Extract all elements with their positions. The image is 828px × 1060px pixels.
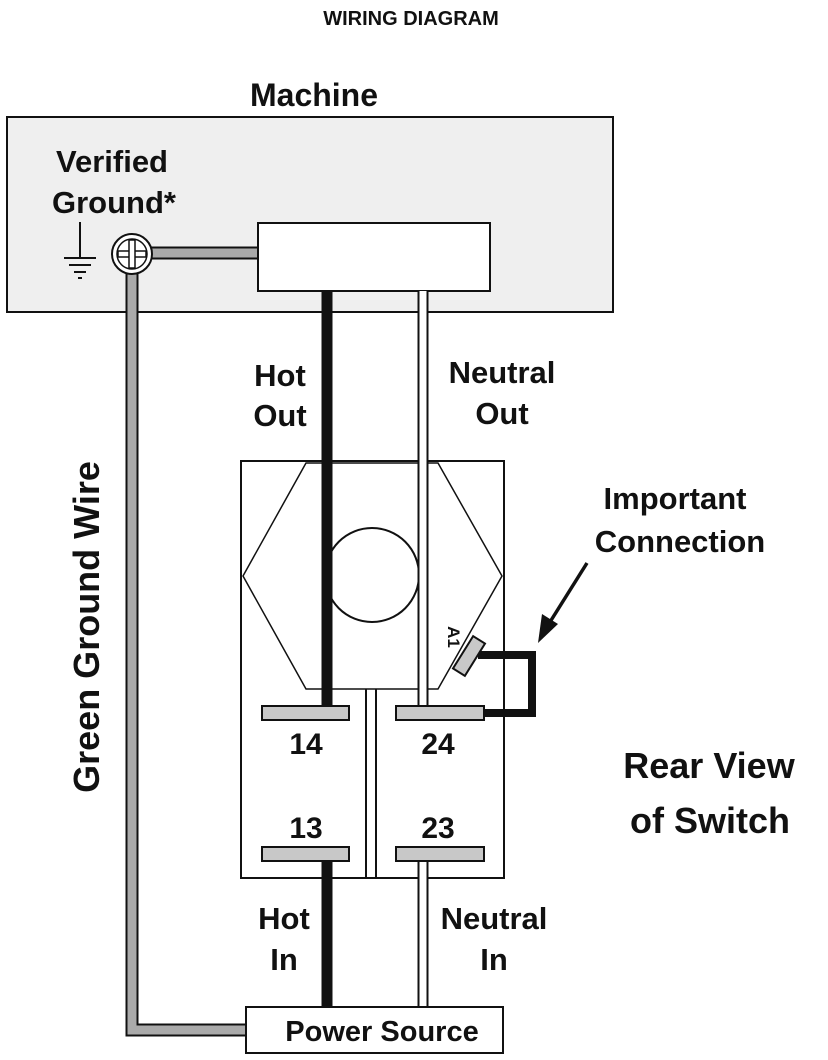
hot-out-label-line1: Hot — [254, 358, 306, 393]
machine-connection-box — [257, 222, 491, 292]
terminal-13-label: 13 — [289, 812, 322, 845]
terminal-24 — [395, 705, 485, 721]
hot-out-label-line2: Out — [253, 398, 306, 433]
machine-label: Machine — [250, 77, 378, 113]
terminal-14-label: 14 — [289, 728, 323, 761]
important-connection-label-line2: Connection — [595, 524, 766, 559]
rear-view-label-line2: of Switch — [630, 800, 790, 841]
callout-arrow-icon — [538, 562, 589, 643]
earth-ground-icon — [64, 222, 96, 279]
verified-ground-label-line2: Ground* — [52, 185, 177, 220]
important-connection-label-line1: Important — [604, 481, 747, 516]
green-ground-wire-label: Green Ground Wire — [66, 461, 107, 793]
terminal-23-label: 23 — [421, 812, 454, 845]
terminal-23 — [395, 846, 485, 862]
terminal-a1 — [451, 634, 487, 678]
diagram-title: WIRING DIAGRAM — [323, 8, 499, 30]
terminal-13 — [261, 846, 350, 862]
hot-in-label-line1: Hot — [258, 901, 310, 936]
ground-screw-icon — [111, 233, 153, 275]
terminal-a1-label: A1 — [444, 626, 463, 648]
neutral-in-label-line2: In — [480, 942, 508, 977]
rear-view-label-line1: Rear View — [623, 745, 795, 786]
neutral-in-label-line1: Neutral — [441, 901, 548, 936]
jumper-wire — [478, 651, 536, 717]
power-source-label: Power Source — [285, 1016, 478, 1048]
hot-in-label-line2: In — [270, 942, 298, 977]
neutral-out-label-line2: Out — [475, 396, 528, 431]
verified-ground-label-line1: Verified — [56, 144, 168, 179]
power-source-box — [245, 1006, 504, 1054]
terminal-14 — [261, 705, 350, 721]
neutral-out-label-line1: Neutral — [449, 355, 556, 390]
green-ground-wire — [125, 246, 258, 1037]
terminal-24-label: 24 — [421, 728, 455, 761]
